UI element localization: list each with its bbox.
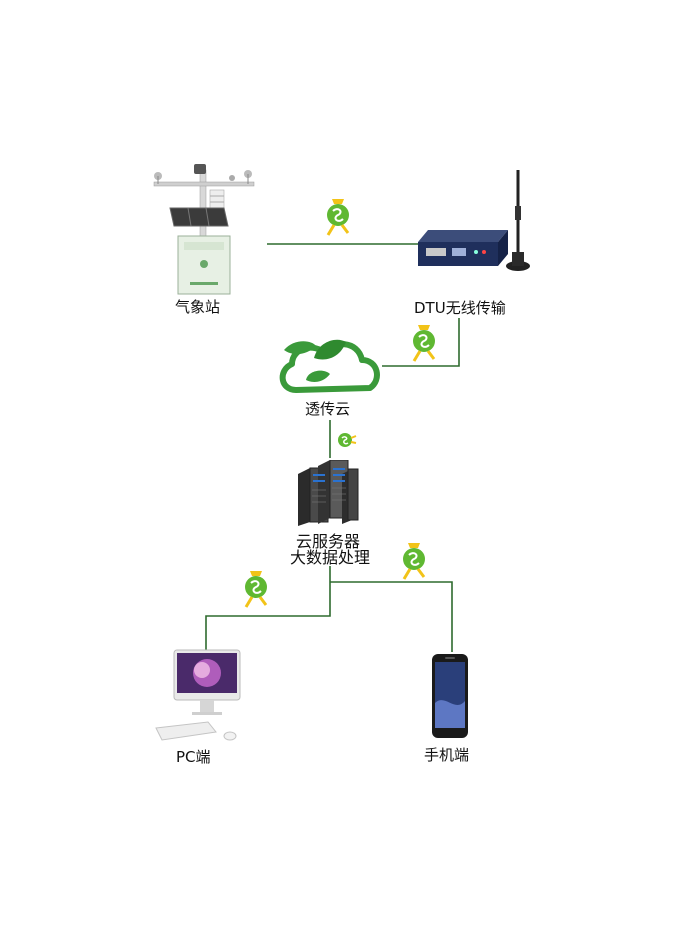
runner-icon [334, 428, 358, 456]
smartphone-icon [430, 653, 470, 739]
dtu-modem-icon [412, 166, 538, 278]
server-rack-icon [296, 459, 360, 528]
dtu-label: DTU无线传输 [414, 299, 506, 317]
weather-station-label: 气象站 [175, 298, 221, 316]
pc-label: PC端 [176, 748, 211, 766]
wire-server-phone [330, 581, 453, 652]
wire-dtu-cloud [382, 318, 460, 367]
server-label-line1: 云服务器 [296, 532, 361, 551]
desktop-computer-icon [150, 648, 254, 748]
leaf-cloud-icon [274, 336, 384, 394]
runner-icon [408, 322, 440, 368]
runner-icon [240, 568, 272, 614]
runner-icon [398, 540, 430, 586]
phone-label: 手机端 [424, 746, 470, 764]
weather-station-icon [148, 160, 260, 296]
runner-icon [322, 196, 354, 242]
cloud-label: 透传云 [305, 400, 351, 418]
server-label-line2: 大数据处理 [290, 548, 371, 567]
wire-server-pc [205, 566, 331, 652]
